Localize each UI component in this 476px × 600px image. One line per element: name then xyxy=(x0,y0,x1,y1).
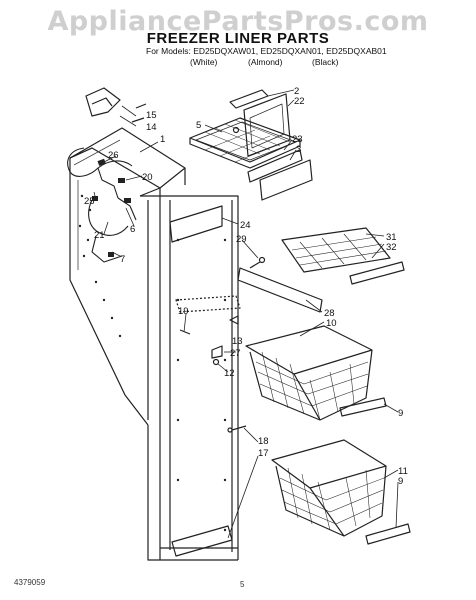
callout-7: 7 xyxy=(120,254,125,265)
shelf-support-rail xyxy=(237,256,323,313)
freezer-liner xyxy=(69,127,239,561)
callout-2: 2 xyxy=(294,86,299,97)
callout-28: 28 xyxy=(324,308,335,319)
callout-24: 24 xyxy=(240,220,251,231)
harness-connectors xyxy=(92,158,131,257)
callout-12: 12 xyxy=(224,368,235,379)
variant-white: (White) xyxy=(190,57,218,67)
callout-31: 31 xyxy=(386,232,397,243)
callout-17: 17 xyxy=(258,448,269,459)
callout-19: 19 xyxy=(178,306,189,317)
callout-15: 15 xyxy=(146,110,157,121)
callout-22: 22 xyxy=(294,96,305,107)
page-number: 5 xyxy=(240,580,245,589)
hinge-bracket xyxy=(85,87,147,123)
document-code: 4379059 xyxy=(14,578,46,587)
callout-23: 23 xyxy=(292,134,303,145)
variant-black: (Black) xyxy=(312,57,339,67)
callout-18: 18 xyxy=(258,436,269,447)
callout-9-lower: 9 xyxy=(398,476,403,487)
callout-6: 6 xyxy=(130,224,135,235)
callout-9-upper: 9 xyxy=(398,408,403,419)
wiring-harness xyxy=(67,147,137,263)
callout-29: 29 xyxy=(236,234,247,245)
lower-basket xyxy=(271,439,411,545)
callout-labels: 1 2 22 5 15 14 23 3 26 20 25 6 21 7 24 2… xyxy=(84,86,408,487)
watermark: AppliancePartsPros.com xyxy=(47,6,429,37)
callout-21: 21 xyxy=(94,230,105,241)
callout-26: 26 xyxy=(108,150,119,161)
callout-11: 11 xyxy=(398,466,408,477)
clips-and-screws xyxy=(175,295,247,433)
callout-1: 1 xyxy=(160,134,165,145)
callout-14: 14 xyxy=(146,122,157,133)
upper-basket xyxy=(245,325,387,421)
shelf-frame xyxy=(189,89,313,201)
callout-3: 3 xyxy=(296,144,301,155)
diagram-title: FREEZER LINER PARTS xyxy=(146,30,330,47)
callout-10: 10 xyxy=(326,318,337,329)
callout-20: 20 xyxy=(142,172,153,183)
variant-almond: (Almond) xyxy=(248,57,283,67)
callout-5: 5 xyxy=(196,120,201,131)
leader-lines xyxy=(93,89,399,539)
wire-shelf xyxy=(281,227,405,285)
model-list: For Models: ED25DQXAW01, ED25DQXAN01, ED… xyxy=(146,46,387,56)
callout-25: 25 xyxy=(84,196,95,207)
callout-27: 27 xyxy=(230,348,241,359)
trim-pieces xyxy=(169,205,233,557)
callout-32: 32 xyxy=(386,242,397,253)
liner-holes xyxy=(78,194,227,532)
callout-13: 13 xyxy=(232,336,243,347)
